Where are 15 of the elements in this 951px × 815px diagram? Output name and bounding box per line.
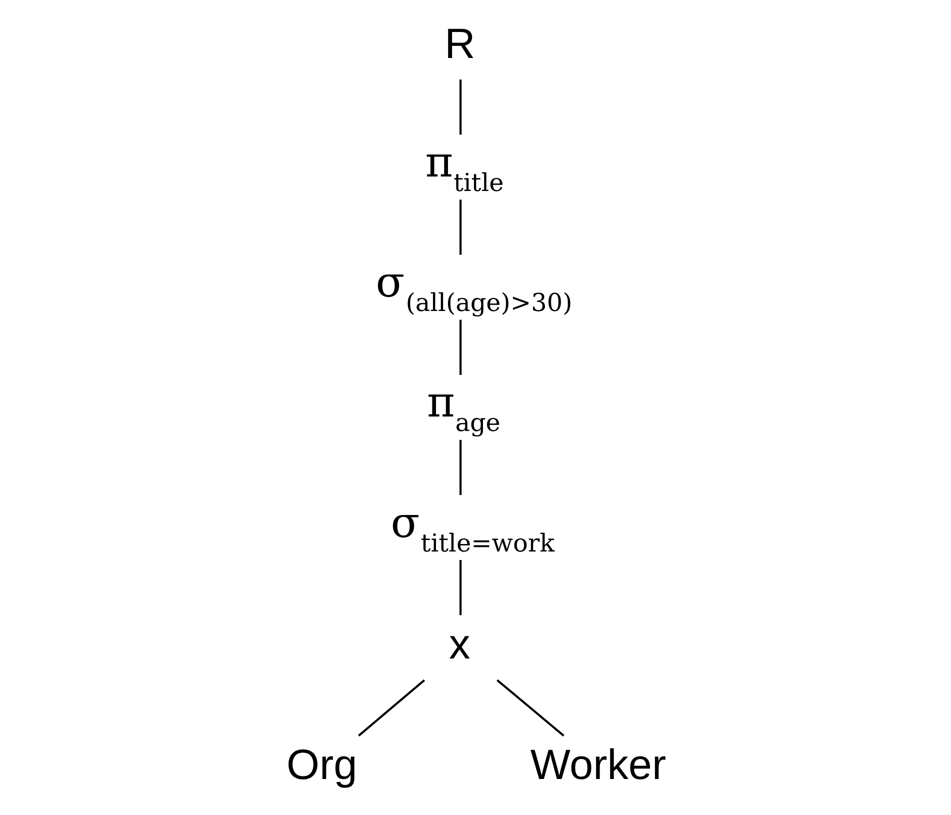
- node-text: σ$_{title=work}$: [390, 498, 554, 558]
- connector: [458, 200, 462, 255]
- connector: [496, 679, 564, 736]
- node-text: π$_{title}$: [424, 137, 504, 197]
- connector: [458, 80, 462, 135]
- node-text: Org: [286, 740, 357, 788]
- node-text: x: [448, 620, 470, 668]
- connector: [458, 320, 462, 375]
- node-text: R: [444, 20, 475, 68]
- node-text: Worker: [530, 740, 666, 788]
- connector: [458, 440, 462, 496]
- node-text: σ$_{(all(age)>30)}$: [375, 258, 572, 318]
- connector: [458, 560, 462, 616]
- connector: [358, 679, 425, 736]
- node-text: π$_{age}$: [426, 378, 500, 438]
